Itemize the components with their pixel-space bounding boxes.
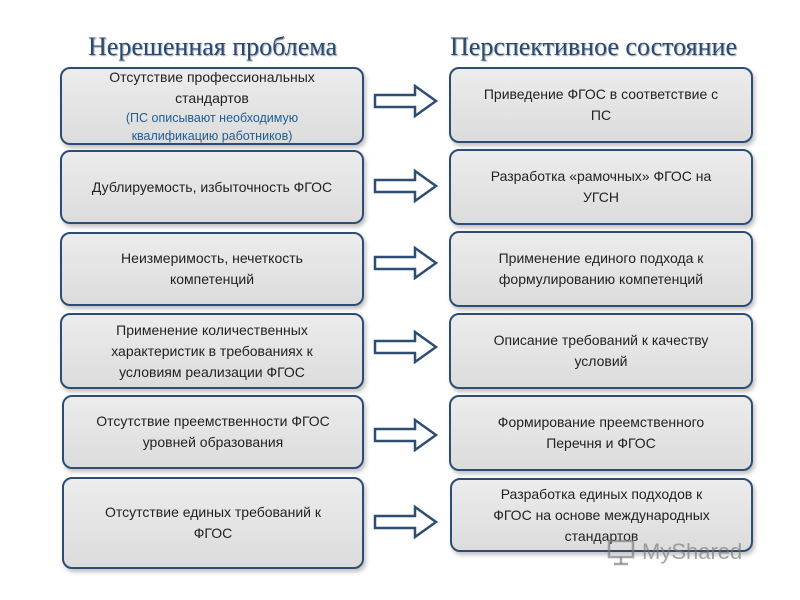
solution-box-1: Приведение ФГОС в соответствие с ПС — [449, 67, 753, 143]
solution-text: условий — [574, 353, 628, 369]
watermark-text: MyShared — [642, 539, 743, 564]
problem-text: ФГОС — [193, 525, 233, 541]
problem-note: (ПС описывают необходимую — [125, 111, 299, 125]
solution-text: Формирование преемственного — [497, 414, 705, 430]
problem-box-2: Дублируемость, избыточность ФГОС — [60, 150, 364, 224]
problem-note: квалификацию работников) — [131, 129, 293, 143]
solution-box-4: Описание требований к качеству условий — [449, 313, 753, 389]
problem-text: Отсутствие профессиональных — [109, 69, 315, 85]
heading-prospective-state: Перспективное состояние — [450, 32, 738, 61]
presentation-screen-icon — [607, 539, 635, 566]
problem-box-4: Применение количественных характеристик … — [60, 313, 364, 389]
problem-text: Дублируемость, избыточность ФГОС — [91, 178, 333, 195]
problem-text: условиям реализации ФГОС — [119, 363, 305, 380]
solution-text: Перечня и ФГОС — [546, 435, 656, 451]
solution-text: Разработка «рамочных» ФГОС на — [490, 168, 712, 184]
heading-unsolved-problem: Нерешенная проблема — [88, 32, 338, 61]
problem-text: компетенций — [169, 271, 255, 287]
solution-box-6: Разработка единых подходов к ФГОС на осн… — [450, 478, 753, 552]
solution-text: ФГОС на основе международных — [493, 506, 710, 523]
problem-text: Отсутствие преемственности ФГОС — [96, 413, 330, 429]
solution-text: ПС — [590, 107, 612, 123]
problem-box-3: Неизмеримость, нечеткость компетенций — [60, 232, 364, 306]
solution-text: Описание требований к качеству — [493, 332, 709, 348]
problem-text: Неизмеримость, нечеткость — [121, 250, 303, 266]
solution-text: Разработка единых подходов к — [500, 485, 703, 502]
solution-box-3: Применение единого подхода к формулирова… — [449, 231, 753, 307]
problem-text: Применение количественных — [116, 321, 308, 338]
problem-text: характеристик в требованиях к — [111, 342, 313, 359]
problem-box-6: Отсутствие единых требований к ФГОС — [62, 477, 364, 569]
problem-text: Отсутствие единых требований к — [105, 504, 321, 520]
solution-text: стандартов — [564, 527, 639, 544]
right-arrow-icon — [373, 84, 439, 118]
solution-text: Приведение ФГОС в соответствие с — [483, 86, 719, 102]
problem-text: уровней образования — [142, 434, 284, 450]
solution-text: УГСН — [582, 189, 620, 205]
solution-box-2: Разработка «рамочных» ФГОС на УГСН — [449, 149, 753, 225]
solution-text: формулированию компетенций — [498, 271, 704, 287]
myshared-watermark: MyShared — [606, 538, 742, 566]
problem-box-1: Отсутствие профессиональных стандартов (… — [60, 67, 364, 145]
right-arrow-icon — [373, 169, 439, 203]
right-arrow-icon — [373, 330, 439, 364]
right-arrow-icon — [373, 418, 439, 452]
solution-box-5: Формирование преемственного Перечня и ФГ… — [449, 395, 753, 471]
solution-text: Применение единого подхода к — [498, 250, 704, 266]
problem-text: стандартов — [175, 90, 249, 106]
right-arrow-icon — [373, 505, 439, 539]
problem-box-5: Отсутствие преемственности ФГОС уровней … — [62, 395, 364, 469]
right-arrow-icon — [373, 246, 439, 280]
